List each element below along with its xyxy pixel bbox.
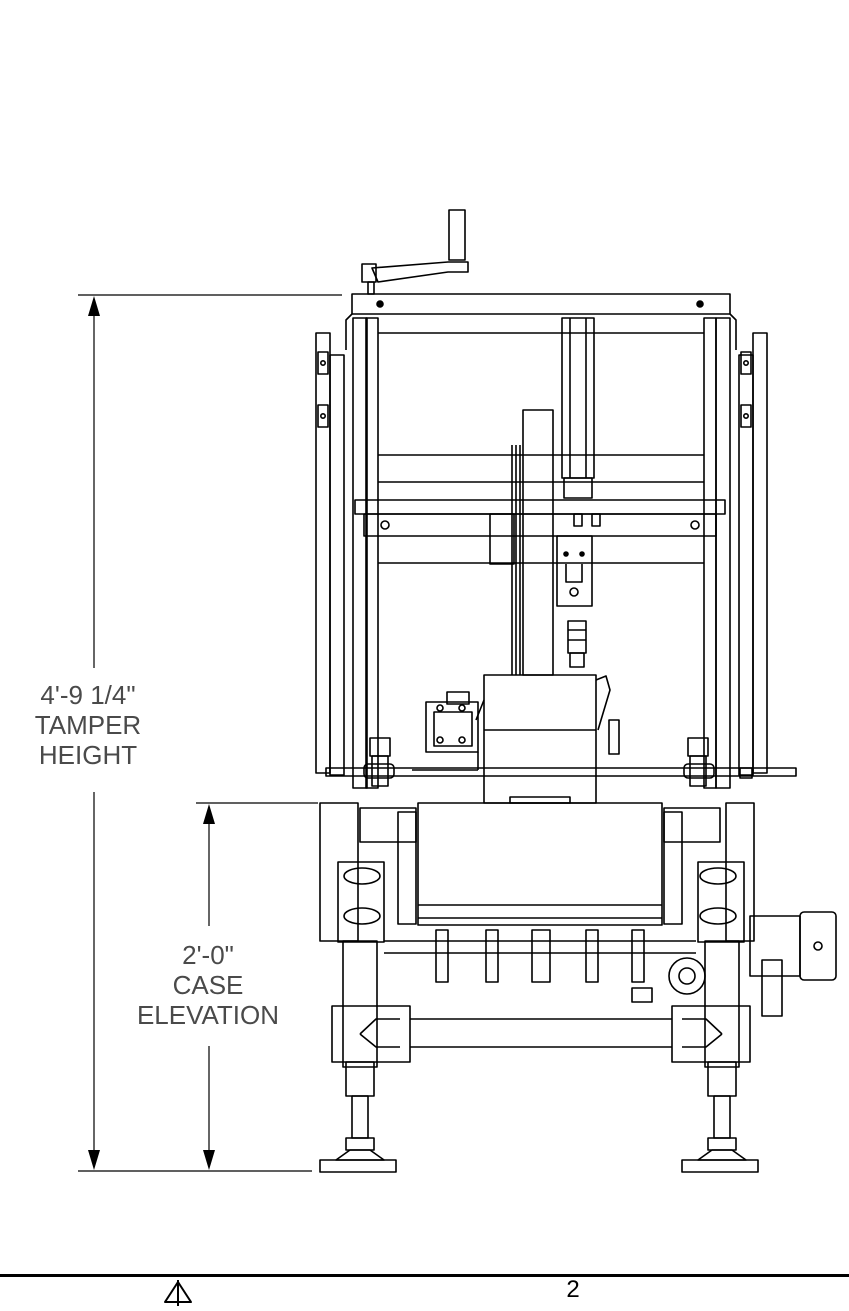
case-elevation-line2: CASE	[172, 970, 244, 1000]
tamper-height-label: 4'-9 1/4" TAMPER HEIGHT	[8, 680, 168, 770]
adjuster-crossbar	[325, 737, 797, 787]
cylinder-bracket	[556, 535, 593, 607]
valve-fitting	[567, 620, 587, 668]
tamper-height-line2: TAMPER	[34, 710, 142, 740]
tamper-height-dimension	[78, 294, 342, 1172]
page-number: 2	[566, 1276, 580, 1303]
case-elevation-dimension	[196, 802, 318, 1170]
drive-chain	[384, 929, 696, 983]
left-uprights	[315, 317, 379, 789]
conveyor-assembly	[319, 802, 755, 943]
crank-handle	[361, 209, 469, 295]
revision-triangle-icon	[164, 1280, 192, 1306]
case-elevation-value: 2'-0"	[182, 940, 234, 970]
base-frame	[331, 940, 751, 1068]
case-elevation-line3: ELEVATION	[136, 1000, 280, 1030]
right-uprights	[703, 317, 768, 789]
tamper-head	[475, 674, 620, 804]
case-elevation-label: 2'-0" CASE ELEVATION	[118, 940, 298, 1030]
solenoid-valve	[412, 691, 479, 771]
leveling-feet	[319, 1061, 759, 1173]
mid-frame-lines	[354, 454, 726, 565]
tamper-height-line3: HEIGHT	[38, 740, 138, 770]
title-block-rule	[0, 1274, 849, 1277]
drive-motor	[631, 911, 837, 1017]
tamper-height-value: 4'-9 1/4"	[40, 680, 136, 710]
top-frame	[345, 293, 737, 350]
